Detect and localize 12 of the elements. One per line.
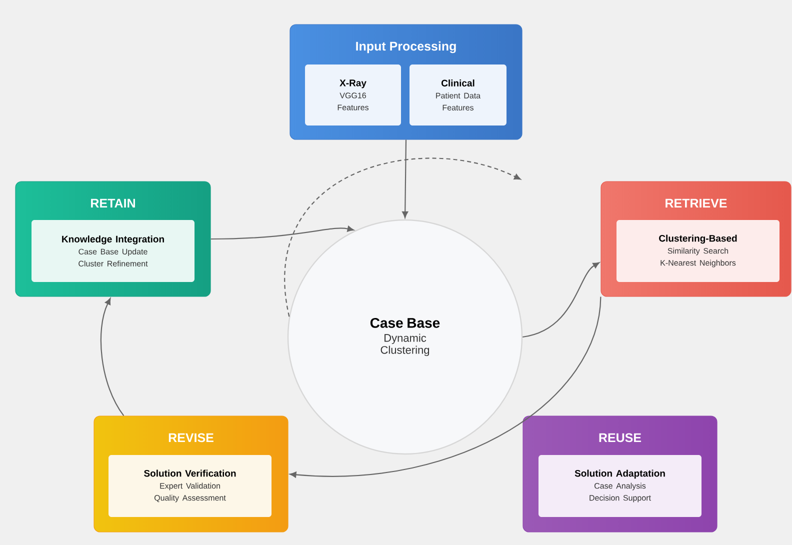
arrow	[522, 262, 600, 338]
arrow	[210, 226, 354, 240]
arrow	[402, 140, 408, 218]
detail-card: Solution Verification Expert Validation Quality Assessment	[108, 455, 272, 517]
detail-card: Clustering-Based Similarity Search K-Nearest Neighbors	[616, 220, 780, 282]
arrow	[284, 158, 521, 317]
arrow	[100, 298, 124, 416]
detail-card: X-Ray VGG16 Features	[305, 64, 401, 126]
arrow	[290, 296, 602, 478]
detail-card: Solution Adaptation Case Analysis Decision Support	[538, 455, 702, 517]
detail-card: Knowledge Integration Case Base Update Cluster Refinement	[32, 220, 194, 282]
detail-card: Clinical Patient Data Features	[410, 64, 506, 126]
